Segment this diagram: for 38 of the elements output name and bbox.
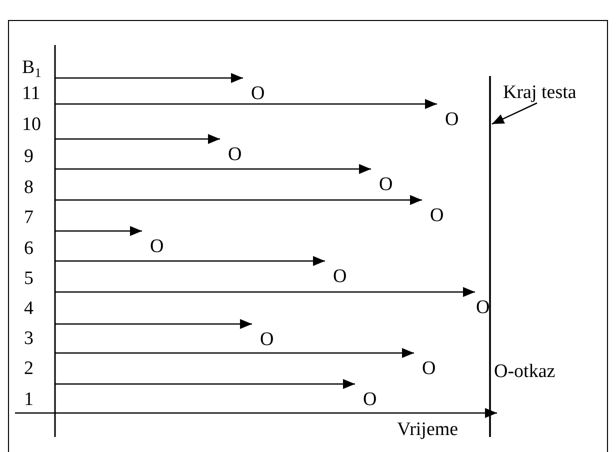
axis-tick-label: 10 [22, 115, 41, 135]
failure-mark: O [445, 110, 459, 130]
axis-tick-label: 5 [24, 269, 34, 289]
arrow [55, 99, 437, 109]
axis-tick-label: 1 [24, 390, 34, 410]
arrow [55, 287, 475, 297]
arrow [55, 256, 325, 266]
axis-tick-label: 3 [24, 329, 34, 349]
axis-tick-label: 4 [24, 299, 34, 319]
arrow [55, 134, 220, 144]
axis-tick-label: 8 [24, 178, 34, 198]
leader-arrow [492, 102, 538, 125]
axis-tick-label: 6 [24, 239, 34, 259]
failure-mark: O [476, 298, 490, 318]
axis-tick-label: 11 [22, 84, 40, 104]
arrow [55, 195, 422, 205]
arrow [55, 73, 243, 83]
callout-label: Kraj testa [503, 83, 576, 103]
arrow [55, 164, 371, 174]
failure-mark: O [333, 267, 347, 287]
failure-mark: O [150, 237, 164, 257]
axis-tick-label: 7 [24, 208, 34, 228]
failure-mark: O [430, 206, 444, 226]
arrow [55, 226, 142, 236]
arrow [55, 379, 355, 389]
axis-title: Vrijeme [397, 420, 458, 440]
failure-mark: O [379, 175, 393, 195]
legend-note: O-otkaz [494, 362, 556, 382]
failure-mark: O [251, 84, 265, 104]
failure-mark: O [228, 145, 242, 165]
axis-tick-label: 9 [24, 147, 34, 167]
axis-tick-label: 2 [24, 359, 34, 379]
failure-mark: O [422, 359, 436, 379]
arrow [55, 348, 414, 358]
failure-mark: O [363, 390, 377, 410]
axis-tick-label: B$_{1}$ [22, 58, 42, 78]
arrow [55, 319, 252, 329]
failure-mark: O [260, 330, 274, 350]
